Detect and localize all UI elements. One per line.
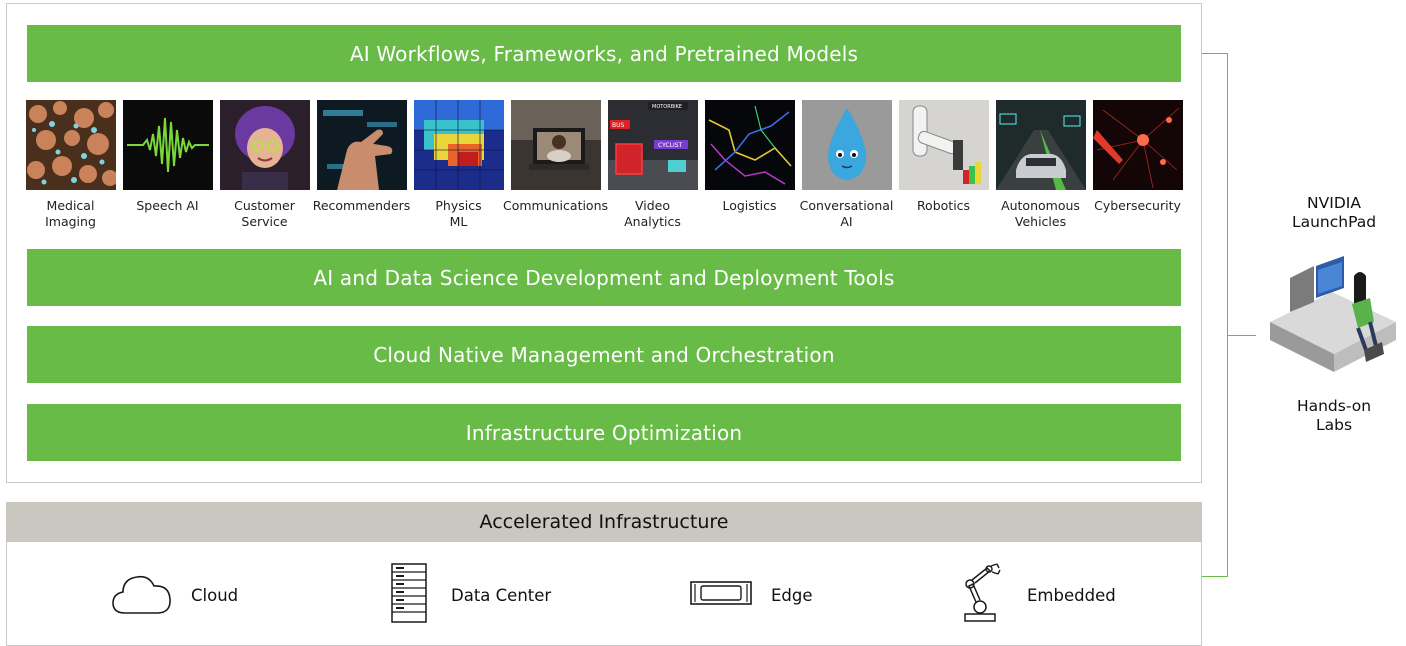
accelerated-infrastructure-body: Cloud Data Center Edge <box>6 542 1202 646</box>
accelerated-infrastructure-header: Accelerated Infrastructure <box>6 502 1202 542</box>
cloud-native-layer: Cloud Native Management and Orchestratio… <box>27 326 1181 383</box>
video-analytics-tag-motorbike: MOTORBIKE <box>652 104 682 110</box>
infra-item-label: Cloud <box>191 585 239 605</box>
launchpad-connector <box>1228 335 1256 336</box>
launchpad-bracket <box>1202 53 1228 577</box>
street-detection-icon: BUS CYCLIST MOTORBIKE <box>607 100 698 190</box>
infra-optimization-layer: Infrastructure Optimization <box>27 404 1181 461</box>
use-case-label: Customer Service <box>234 198 295 229</box>
use-case-physics-ml: Physics ML <box>410 100 507 230</box>
infra-item-label: Data Center <box>451 585 552 605</box>
medical-imaging-icon <box>25 100 116 190</box>
use-case-label: Video Analytics <box>624 198 681 229</box>
use-case-autonomous-vehicles: Autonomous Vehicles <box>992 100 1089 230</box>
use-case-label: Medical Imaging <box>45 198 96 229</box>
use-case-recommenders: Recommenders <box>313 100 410 214</box>
use-case-label: Speech AI <box>136 198 199 213</box>
robot-arm-photo-icon <box>898 100 989 190</box>
launchpad-title: NVIDIA LaunchPad <box>1291 194 1377 231</box>
use-case-robotics: Robotics <box>895 100 992 214</box>
car-icon <box>995 100 1086 190</box>
use-case-label: Logistics <box>722 198 777 213</box>
use-case-conversational-ai: Conversational AI <box>798 100 895 230</box>
infra-item-data-center: Data Center <box>389 562 551 628</box>
network-burst-icon <box>1092 100 1183 190</box>
use-case-label: Conversational AI <box>799 198 894 229</box>
use-case-customer-service: Customer Service <box>216 100 313 230</box>
robot-arm-icon <box>959 562 1003 628</box>
use-case-cybersecurity: Cybersecurity <box>1089 100 1186 214</box>
use-case-label: Cybersecurity <box>1094 198 1181 213</box>
infra-item-cloud: Cloud <box>111 562 238 628</box>
infra-item-label: Edge <box>771 585 813 605</box>
launchpad-subtitle: Hands-on Labs <box>1296 397 1372 434</box>
dev-deploy-tools-layer: AI and Data Science Development and Depl… <box>27 249 1181 306</box>
avatar-icon <box>219 100 310 190</box>
use-case-medical-imaging: Medical Imaging <box>22 100 119 230</box>
infra-item-embedded: Embedded <box>959 562 1116 628</box>
use-case-label: Recommenders <box>312 198 411 213</box>
heatmap-icon <box>413 100 504 190</box>
use-case-speech-ai: Speech AI <box>119 100 216 214</box>
use-case-communications: Communications <box>503 100 608 214</box>
software-stack-frame <box>6 3 1202 483</box>
use-case-label: Communications <box>502 198 609 213</box>
droplet-character-icon <box>801 100 892 190</box>
route-map-icon <box>704 100 795 190</box>
use-case-label: Robotics <box>916 198 971 213</box>
use-case-logistics: Logistics <box>701 100 798 214</box>
infra-item-label: Embedded <box>1027 585 1116 605</box>
ai-workflows-layer: AI Workflows, Frameworks, and Pretrained… <box>27 25 1181 82</box>
infra-item-edge: Edge <box>689 562 813 628</box>
server-rack-icon <box>389 562 429 628</box>
video-analytics-tag-cyclist: CYCLIST <box>658 142 683 149</box>
use-case-label: Physics ML <box>435 198 482 229</box>
use-case-gallery: Medical Imaging Speech AI Customer Servi… <box>22 100 1186 240</box>
video-call-icon <box>510 100 601 190</box>
video-analytics-tag-bus: BUS <box>612 122 625 129</box>
hand-touch-icon <box>316 100 407 190</box>
use-case-video-analytics: BUS CYCLIST MOTORBIKE Video Analytics <box>604 100 701 230</box>
workstation-icon <box>1266 250 1400 380</box>
cloud-icon <box>111 569 173 621</box>
speech-waveform-icon <box>122 100 213 190</box>
use-case-label: Autonomous Vehicles <box>1001 198 1080 229</box>
edge-device-icon <box>689 580 753 610</box>
